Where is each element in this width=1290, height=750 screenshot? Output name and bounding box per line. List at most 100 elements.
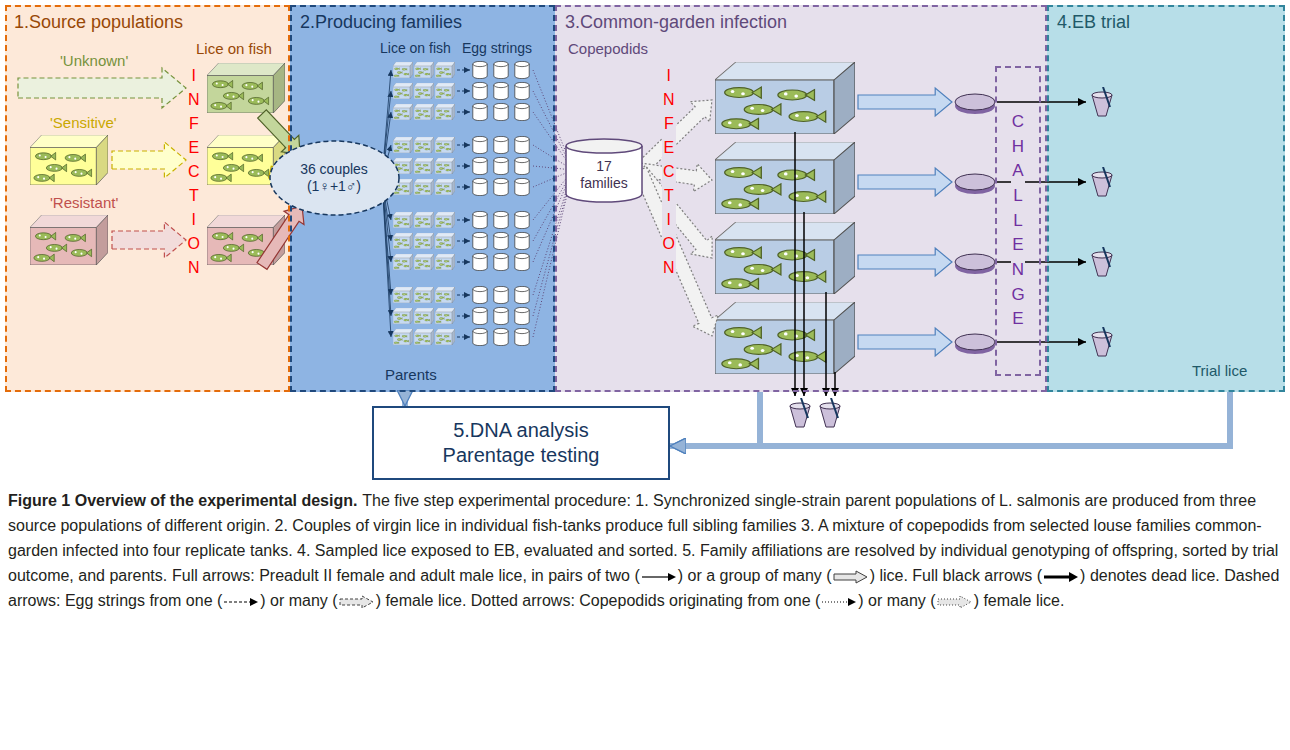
population-label: 'Resistant' (50, 194, 118, 212)
block-arrow (634, 167, 719, 336)
label-slot: INFECTION (662, 64, 676, 280)
egg-arrow (457, 91, 470, 92)
couple-tank (435, 308, 455, 324)
dead-lice-arrow (825, 292, 827, 396)
legend-text: ) or many ( (858, 592, 935, 609)
egg-string (515, 307, 529, 324)
egg-string (515, 211, 529, 228)
legend-fragment: ) female lice. Dotted arrows: Copepodids… (376, 592, 859, 609)
couple-tank (414, 62, 434, 78)
box-text: Parentage testing (443, 443, 600, 468)
couple-tank (435, 62, 455, 78)
egg-string (515, 82, 529, 99)
couple-tank (393, 254, 413, 270)
trial-cup (1092, 247, 1112, 276)
egg-arrow (457, 187, 470, 188)
block-arrow (112, 222, 186, 258)
egg-string (515, 328, 529, 345)
legend-symbol (222, 595, 260, 609)
step-panel: 1.Source populationsLice on fish (5, 5, 290, 392)
fish-tank (715, 142, 855, 214)
legend-head (848, 598, 856, 606)
box-heading: 5.DNA analysis (453, 418, 589, 443)
legend-text: Full arrows: Preadult II female and adul… (172, 567, 640, 584)
couple-tank (393, 212, 413, 228)
couple-tank (435, 233, 455, 249)
column-label: Copepodids (568, 40, 648, 58)
egg-string (494, 232, 508, 249)
cylinder-top (566, 139, 642, 153)
couple-tank (393, 287, 413, 303)
egg-string (494, 157, 508, 174)
couple-tank (414, 158, 434, 174)
sort-arrow (997, 101, 1086, 103)
legend-head (668, 573, 676, 581)
couple-tank (393, 137, 413, 153)
egg-string (494, 136, 508, 153)
fish-tank (715, 222, 855, 294)
legend-fragment: ) lice. Full black arrows ( (870, 567, 1080, 584)
challenge-disc (955, 174, 995, 190)
flow-connector (402, 392, 408, 406)
legend-fragment: ) or many ( (260, 592, 375, 609)
egg-string (515, 103, 529, 120)
couple-tank (414, 308, 434, 324)
sample-cup (790, 398, 810, 427)
population-label: 'Unknown' (60, 52, 128, 70)
text-slot: 1.Source populations (14, 12, 183, 34)
text-slot: Parents (385, 366, 437, 384)
egg-string (473, 61, 487, 78)
fish-tank (715, 62, 855, 134)
egg-string (494, 253, 508, 270)
block-arrow (258, 110, 300, 154)
legend-fragment: ) or many ( (858, 592, 973, 609)
fish-tank (30, 135, 108, 185)
couple-tank (414, 254, 434, 270)
panel-ground (1047, 5, 1285, 392)
legend-line (1044, 575, 1070, 578)
vertical-label: CHALLENGE (1011, 110, 1025, 332)
legend-text: ) lice. Full black arrows ( (870, 567, 1042, 584)
arrow-label: Parents (385, 366, 437, 384)
legend-text: ) or a group of many ( (678, 567, 832, 584)
challenge-disc (955, 94, 995, 110)
ellipse-shape (270, 141, 399, 215)
couple-tank (393, 233, 413, 249)
step-panel: 3.Common-garden infectionCopepodids17 fa… (555, 5, 1047, 392)
figure-title: Figure 1 Overview of the experimental de… (8, 492, 357, 509)
legend-symbol (1042, 570, 1080, 584)
node-text: 36 couples (1♀+1♂) (295, 161, 373, 195)
egg-string (473, 328, 487, 345)
egg-string (473, 286, 487, 303)
egg-string (515, 61, 529, 78)
analysis-box: 5.DNA analysisParentage testing (372, 406, 670, 480)
vertical-label: INFECTION (662, 64, 676, 280)
egg-string (494, 61, 508, 78)
egg-arrow (457, 295, 470, 296)
column-label: Lice on fish (196, 40, 272, 58)
egg-string (473, 307, 487, 324)
fish-tank (715, 302, 855, 374)
couple-tank (393, 308, 413, 324)
legend-arrow (834, 571, 867, 583)
couple-tank (414, 233, 434, 249)
egg-string (494, 286, 508, 303)
population-label: 'Sensitive' (50, 114, 117, 132)
couple-tank (435, 104, 455, 120)
step-panel: 4.EB trialTrial lice (1047, 5, 1285, 392)
column-label: Lice on fish (380, 40, 451, 57)
legend-fragment: Full arrows: Preadult II female and adul… (172, 567, 678, 584)
egg-string (515, 136, 529, 153)
egg-string (515, 253, 529, 270)
text-slot: Egg strings (462, 40, 532, 57)
column-label: Trial lice (1192, 362, 1247, 380)
egg-arrow (457, 112, 470, 113)
couple-tank (435, 212, 455, 228)
text-slot: 3.Common-garden infection (565, 12, 787, 34)
egg-string (515, 157, 529, 174)
egg-string (473, 103, 487, 120)
panel-ground (5, 5, 290, 392)
couples-ellipse: 36 couples (1♀+1♂) (269, 140, 400, 216)
couple-tank (393, 104, 413, 120)
